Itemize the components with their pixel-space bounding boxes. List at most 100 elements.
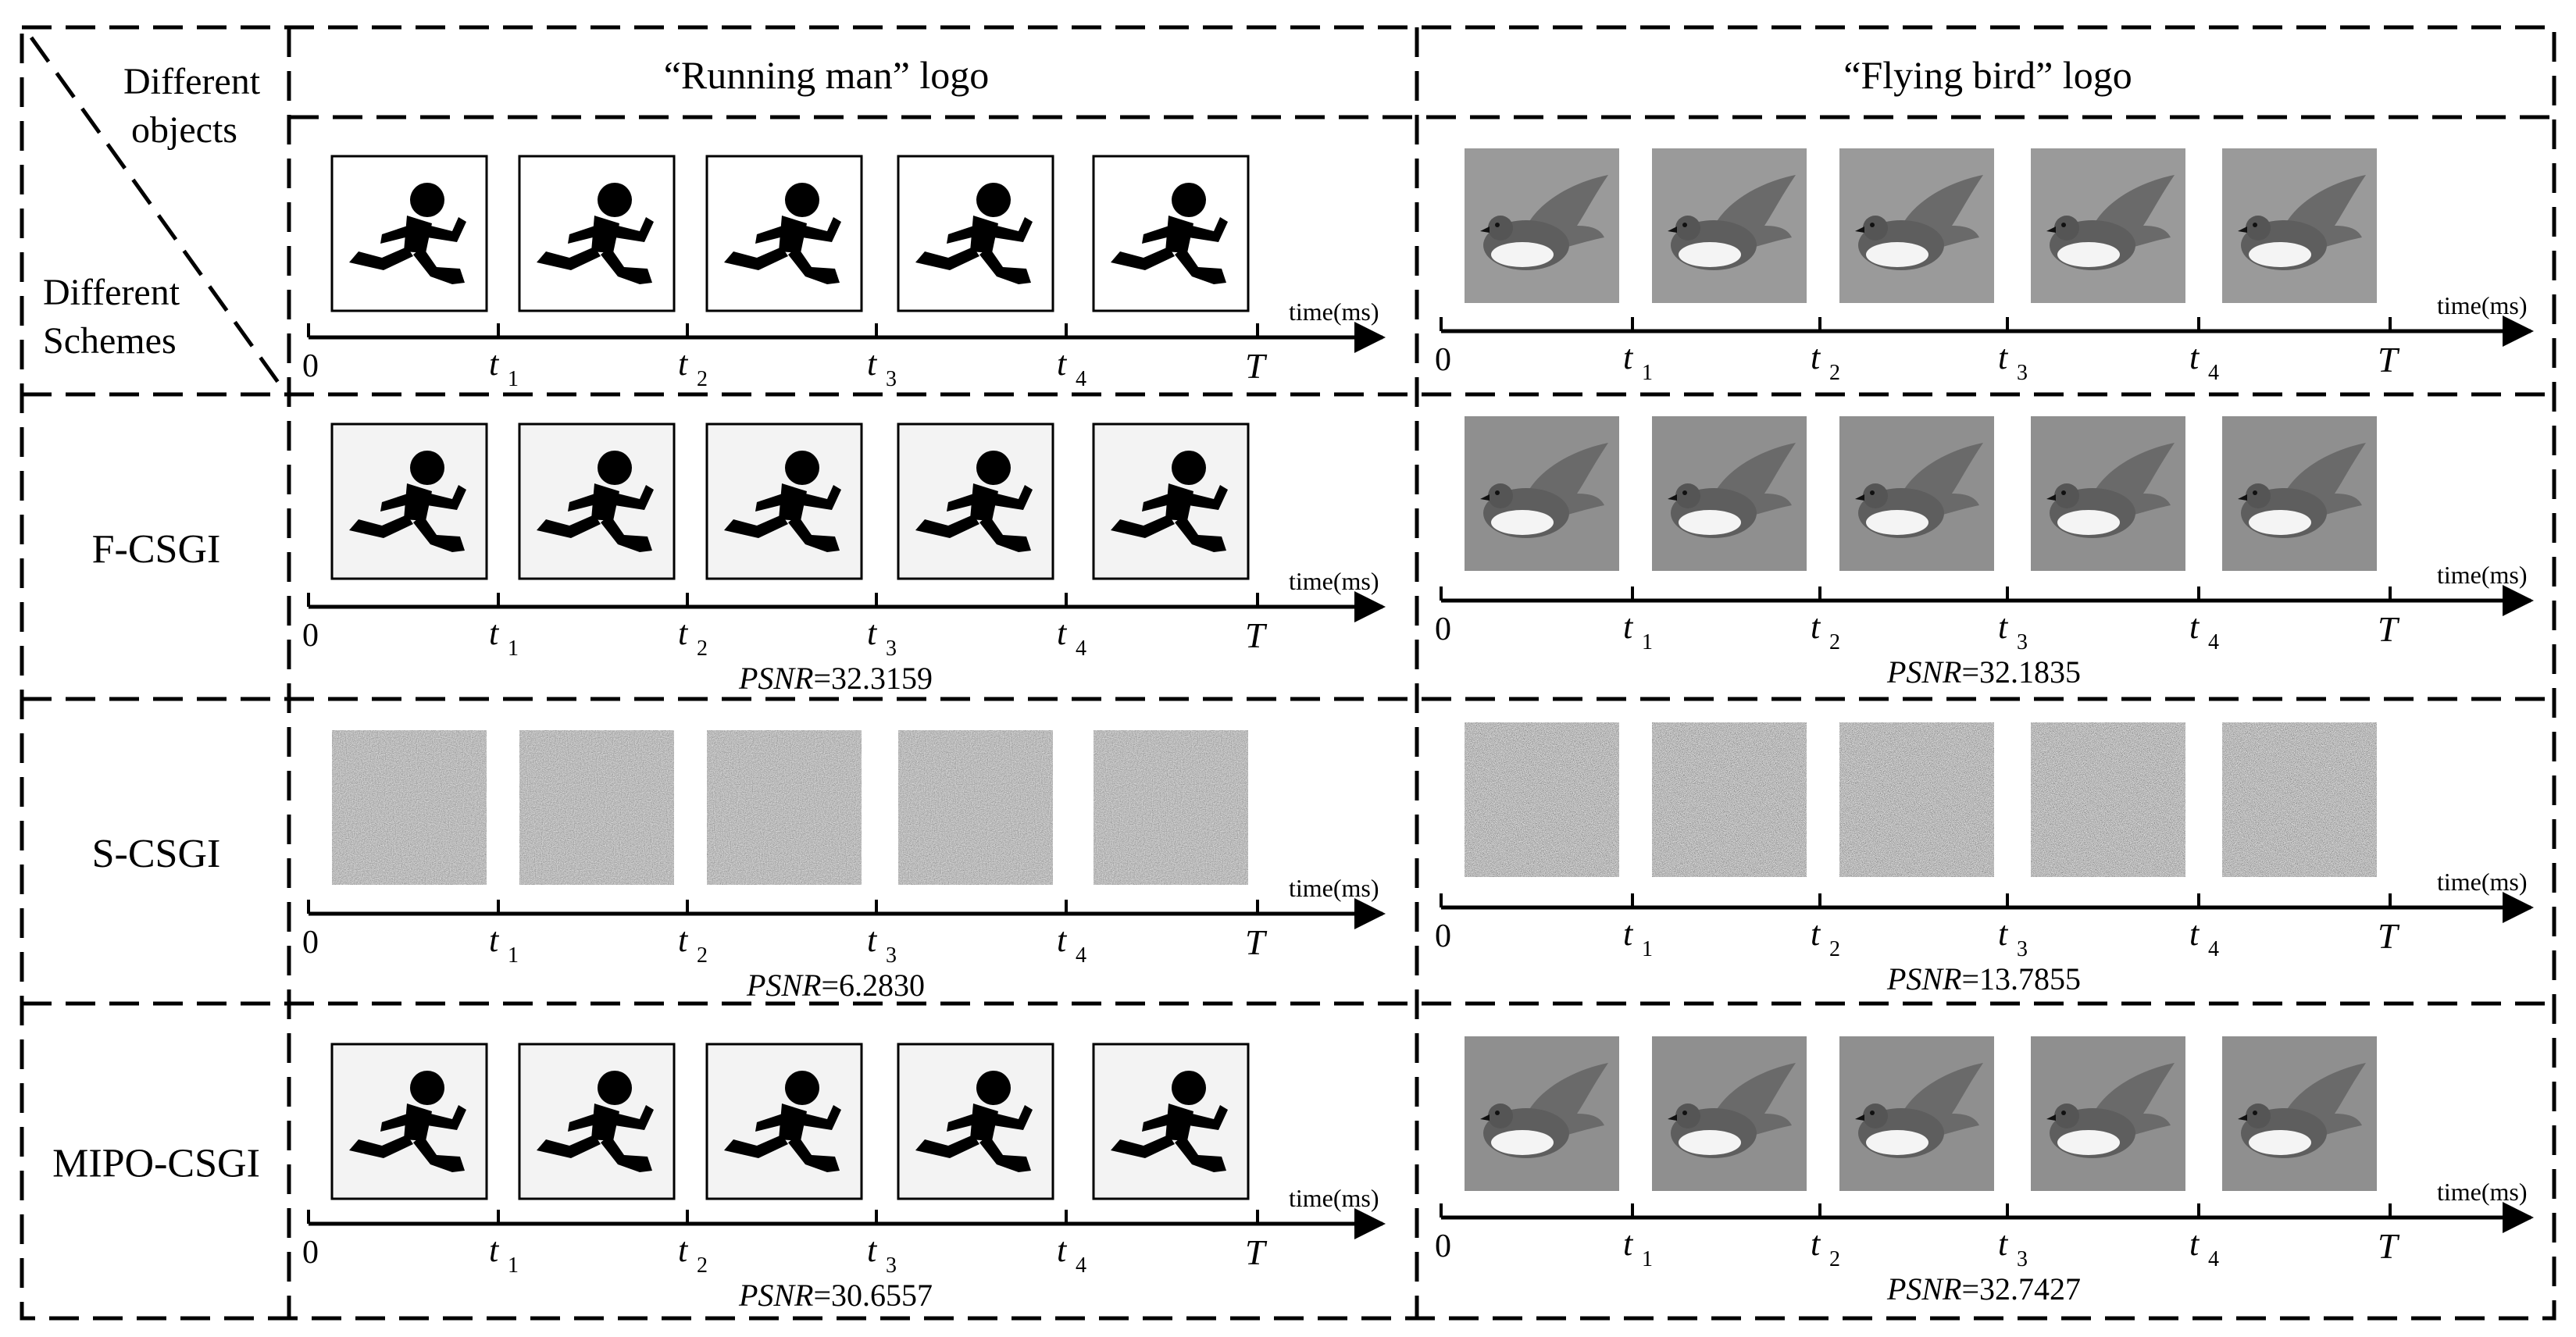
psnr-label: PSNR <box>1886 961 1962 997</box>
axis-tick-label-t1: t <box>489 344 500 383</box>
psnr-value: PSNR=32.1835 <box>1886 654 2081 690</box>
axis-tick-label-t2: t <box>1811 915 1821 953</box>
object-title-running-man: “Running man” logo <box>664 53 990 97</box>
axis-tick-subscript-4: 4 <box>1076 636 1086 661</box>
psnr-number: =6.2830 <box>821 968 925 1003</box>
axis-end-label: T <box>2378 340 2400 380</box>
axis-tick-label-t3: t <box>867 1231 878 1269</box>
axis-tick-subscript-3: 3 <box>886 1253 897 1278</box>
axis-tick-subscript-4: 4 <box>1076 367 1086 391</box>
axis-tick-subscript-1: 1 <box>508 636 519 661</box>
axis-tick-subscript-1: 1 <box>1642 630 1653 654</box>
axis-tick-subscript-3: 3 <box>886 943 897 968</box>
axis-tick-label-t2: t <box>1811 608 1821 646</box>
axis-tick-label-t1: t <box>489 614 500 652</box>
axis-tick-label-t2: t <box>678 614 689 652</box>
axis-end-label: T <box>2378 609 2400 649</box>
flying-bird-frame-4-noise <box>2030 722 2186 878</box>
diagram-layer: DifferentobjectsDifferentSchemes“Running… <box>20 25 2556 1321</box>
psnr-label: PSNR <box>738 661 814 696</box>
axis-unit-label: time(ms) <box>2437 561 2528 589</box>
axis-tick-label-t3: t <box>1998 608 2009 646</box>
psnr-number: =32.3159 <box>813 661 933 696</box>
axis-tick-subscript-2: 2 <box>1829 630 1840 654</box>
axis-tick-label-t1: t <box>1623 608 1634 646</box>
axis-tick-subscript-1: 1 <box>508 943 519 968</box>
axis-tick-label-t4: t <box>1057 344 1068 383</box>
psnr-value: PSNR=30.6557 <box>738 1278 933 1313</box>
axis-end-label: T <box>2378 916 2400 956</box>
axis-tick-label-t2: t <box>678 344 689 383</box>
axis-tick-label-t1: t <box>1623 1225 1634 1263</box>
axis-origin-label: 0 <box>1435 1228 1451 1264</box>
axis-tick-subscript-4: 4 <box>1076 1253 1086 1278</box>
axis-tick-label-t2: t <box>678 921 689 959</box>
axis-end-label: T <box>1245 346 1268 386</box>
axis-tick-label-t3: t <box>1998 1225 2009 1263</box>
axis-tick-label-t2: t <box>678 1231 689 1269</box>
axis-tick-subscript-2: 2 <box>697 367 708 391</box>
axis-tick-subscript-3: 3 <box>886 367 897 391</box>
axis-tick-subscript-2: 2 <box>1829 361 1840 385</box>
axis-tick-label-t4: t <box>1057 1231 1068 1269</box>
axis-tick-label-t4: t <box>2189 915 2200 953</box>
axis-tick-label-t1: t <box>489 921 500 959</box>
axis-tick-subscript-4: 4 <box>2208 630 2219 654</box>
axis-end-label: T <box>2378 1226 2400 1266</box>
outer-border <box>20 25 2556 1321</box>
axis-tick-subscript-4: 4 <box>1076 943 1086 968</box>
psnr-number: =32.1835 <box>1961 654 2081 690</box>
axis-unit-label: time(ms) <box>1289 567 1379 595</box>
corner-label-objects-line2: objects <box>131 109 237 151</box>
axis-tick-subscript-3: 3 <box>886 636 897 661</box>
axis-origin-label: 0 <box>302 925 319 961</box>
axis-origin-label: 0 <box>302 348 319 384</box>
flying-bird-frame-3-noise <box>1839 722 1995 878</box>
axis-unit-label: time(ms) <box>2437 291 2528 319</box>
axis-tick-subscript-4: 4 <box>2208 1247 2219 1271</box>
psnr-label: PSNR <box>746 968 822 1003</box>
axis-tick-subscript-4: 4 <box>2208 937 2219 961</box>
axis-end-label: T <box>1245 615 1268 655</box>
psnr-number: =32.7427 <box>1961 1271 2081 1307</box>
scheme-label-mipo-csgi: MIPO-CSGI <box>52 1142 260 1186</box>
running-man-frame-2-noise <box>519 729 675 886</box>
psnr-value: PSNR=13.7855 <box>1886 961 2081 997</box>
axis-tick-subscript-2: 2 <box>697 943 708 968</box>
axis-origin-label: 0 <box>302 618 319 654</box>
axis-end-label: T <box>1245 1232 1268 1272</box>
flying-bird-frame-2-noise <box>1651 722 1807 878</box>
axis-tick-label-t3: t <box>867 614 878 652</box>
psnr-number: =30.6557 <box>813 1278 933 1313</box>
axis-tick-subscript-3: 3 <box>2017 361 2028 385</box>
flying-bird-frame-1-noise <box>1464 722 1620 878</box>
running-man-frame-5-noise <box>1093 729 1249 886</box>
axis-tick-label-t3: t <box>1998 338 2009 376</box>
psnr-label: PSNR <box>1886 654 1962 690</box>
axis-unit-label: time(ms) <box>2437 868 2528 896</box>
axis-tick-subscript-3: 3 <box>2017 937 2028 961</box>
psnr-label: PSNR <box>738 1278 814 1313</box>
running-man-frame-3-noise <box>706 729 862 886</box>
scheme-label-s-csgi: S-CSGI <box>92 832 221 876</box>
psnr-value: PSNR=32.7427 <box>1886 1271 2081 1307</box>
axis-tick-label-t2: t <box>1811 1225 1821 1263</box>
axis-origin-label: 0 <box>1435 342 1451 378</box>
axis-tick-label-t4: t <box>1057 614 1068 652</box>
axis-tick-label-t3: t <box>1998 915 2009 953</box>
axis-tick-subscript-3: 3 <box>2017 630 2028 654</box>
axis-tick-label-t1: t <box>489 1231 500 1269</box>
axis-tick-label-t4: t <box>2189 1225 2200 1263</box>
axis-tick-subscript-1: 1 <box>508 367 519 391</box>
axis-unit-label: time(ms) <box>1289 1184 1379 1212</box>
axis-tick-label-t1: t <box>1623 338 1634 376</box>
axis-tick-label-t4: t <box>2189 338 2200 376</box>
axis-unit-label: time(ms) <box>2437 1178 2528 1206</box>
object-title-flying-bird: “Flying bird” logo <box>1843 53 2132 97</box>
axis-tick-label-t4: t <box>2189 608 2200 646</box>
scheme-label-f-csgi: F-CSGI <box>92 527 221 572</box>
axis-tick-label-t4: t <box>1057 921 1068 959</box>
axis-tick-subscript-1: 1 <box>1642 937 1653 961</box>
psnr-number: =13.7855 <box>1961 961 2081 997</box>
